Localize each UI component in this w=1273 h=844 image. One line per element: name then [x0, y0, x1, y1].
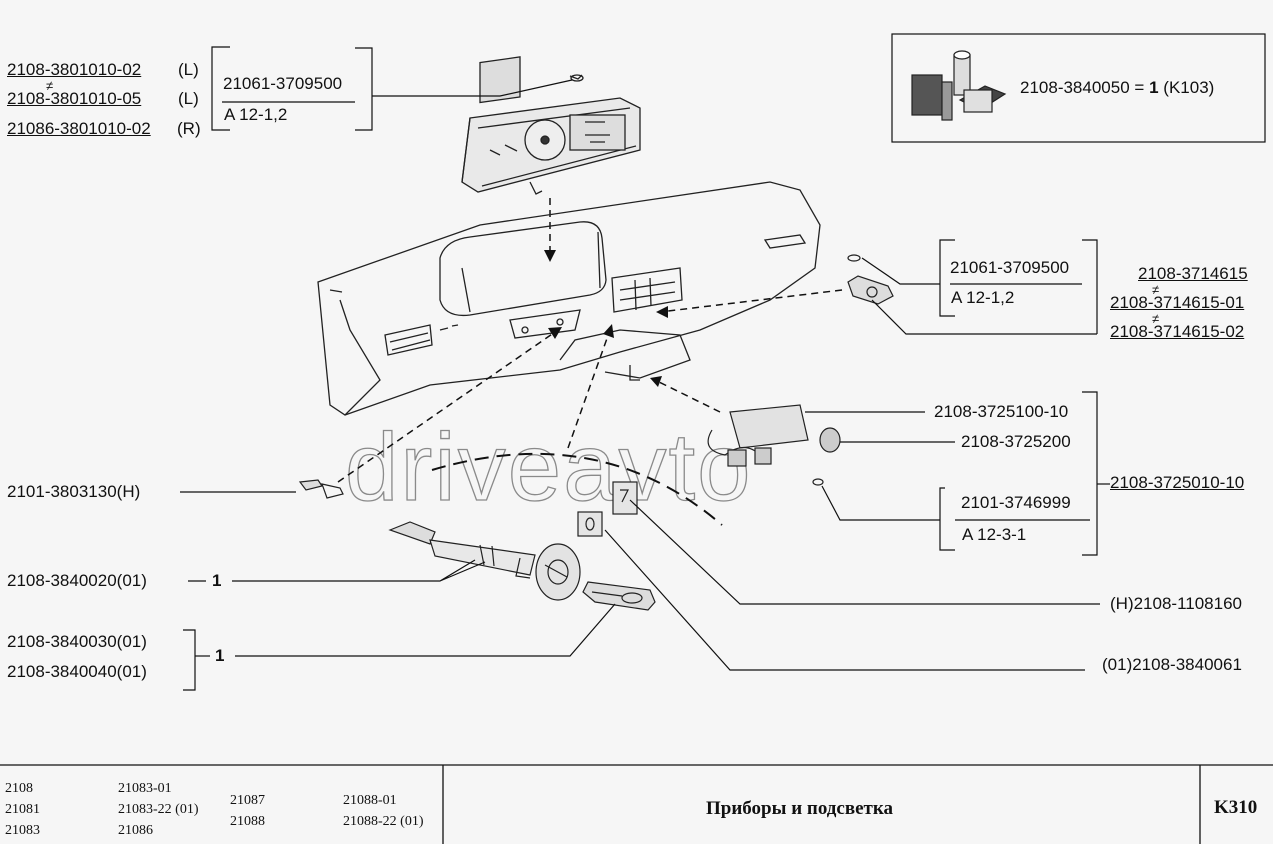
bulb-top-spec: A 12-1,2 — [224, 105, 288, 124]
noteq-symbol: ≠ — [46, 78, 54, 93]
model-list-col-4: 21088-01 21088-22 (01) — [343, 790, 424, 832]
model-code: 21081 — [5, 802, 40, 817]
model-code: 21087 — [230, 793, 265, 808]
switch-part-1: 2108-3714615 — [1138, 264, 1248, 283]
steering-arc — [431, 452, 723, 526]
model-code: 21083 — [5, 823, 40, 838]
noteq-symbol: ≠ — [1152, 311, 1160, 326]
model-code: 2108 — [5, 781, 33, 796]
plate-part-2: (01)2108-3840061 — [1102, 655, 1242, 674]
plate-part-1: (H)2108-1108160 — [1110, 594, 1242, 613]
lighter-assembly: 2108-3725010-10 — [1110, 473, 1245, 492]
cluster-part-r: 21086-3801010-02 — [7, 119, 151, 138]
model-code: 21083-01 — [118, 781, 172, 796]
lighter-part-2: 2108-3725200 — [961, 432, 1071, 451]
cluster-part-l1-side: (L) — [178, 60, 199, 79]
model-code: 21088-01 — [343, 793, 397, 808]
lighter-bulb-spec: A 12-3-1 — [962, 525, 1027, 544]
instrument-cluster-drawing — [461, 56, 641, 195]
sensor-part: 2101-3803130(H) — [7, 482, 141, 501]
model-code: 21088-22 (01) — [343, 814, 424, 829]
model-list-col-1: 2108 21081 21083 — [5, 778, 40, 841]
dashboard-drawing — [317, 181, 821, 416]
switch-part-2: 2108-3714615-01 — [1110, 293, 1245, 312]
key-part-2: 2108-3840040(01) — [7, 662, 147, 681]
model-list-col-3: 21087 21088 — [230, 790, 265, 832]
footer-frame — [0, 764, 1273, 844]
bulb-top-number: 21061-3709500 — [223, 74, 343, 93]
ignition-part: 2108-3840020(01) — [7, 571, 147, 590]
model-list-col-2: 21083-01 21083-22 (01) 21086 — [118, 778, 199, 841]
cluster-part-r-side: (R) — [177, 119, 201, 138]
model-code: 21088 — [230, 814, 265, 829]
cluster-part-l2: 2108-3801010-05 — [7, 89, 142, 108]
lighter-bulb-number: 2101-3746999 — [961, 493, 1071, 512]
ignition-switch-drawing — [388, 521, 581, 601]
page-code: K310 — [1214, 797, 1258, 818]
model-code: 21083-22 (01) — [118, 802, 199, 817]
bulb-right-number: 21061-3709500 — [950, 258, 1070, 277]
ignition-qty: 1 — [212, 571, 222, 590]
key-qty: 1 — [215, 646, 225, 665]
lighter-part-1: 2108-3725100-10 — [934, 402, 1069, 421]
watermark: driveavto — [345, 414, 753, 521]
model-code: 21086 — [118, 823, 153, 838]
cluster-part-l1: 2108-3801010-02 — [7, 60, 142, 79]
kit-number: 2108-3840050 = 1 (K103) — [1020, 78, 1215, 97]
switch-part-3: 2108-3714615-02 — [1110, 322, 1245, 341]
noteq-symbol: ≠ — [1152, 282, 1160, 297]
bulb-right-spec: A 12-1,2 — [951, 288, 1015, 307]
cluster-part-l2-side: (L) — [178, 89, 199, 108]
key-part-1: 2108-3840030(01) — [7, 632, 147, 651]
page-title: Приборы и подсветка — [706, 798, 894, 819]
kit-icon — [911, 50, 1007, 121]
